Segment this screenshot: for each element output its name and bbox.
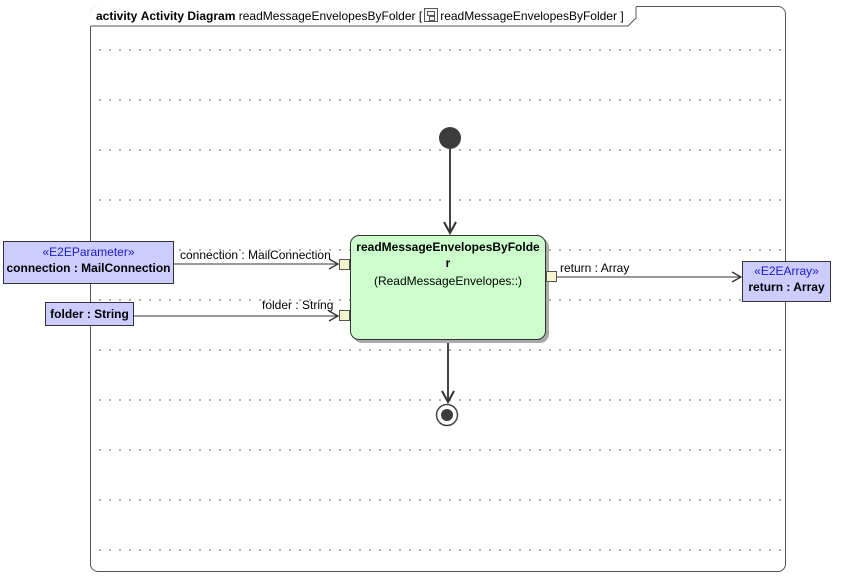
parameter-node-return[interactable]: «E2EArray» return : Array — [742, 261, 831, 302]
frame-diagram-type: Activity Diagram — [140, 9, 236, 23]
activity-final-node-center — [441, 409, 453, 421]
stereotype-label: «E2EParameter» — [42, 245, 135, 259]
parameter-name: connection : MailConnection — [6, 261, 171, 275]
input-pin-folder[interactable] — [339, 310, 350, 321]
frame-header: activity Activity Diagram readMessageEnv… — [90, 6, 636, 26]
edge-label-return: return : Array — [560, 261, 630, 275]
parameter-node-folder[interactable]: folder : String — [45, 302, 134, 326]
parameter-name: folder : String — [50, 307, 129, 321]
call-behavior-action[interactable]: readMessageEnvelopesByFolder (ReadMessag… — [350, 235, 546, 340]
frame-kind: activity — [96, 9, 138, 23]
initial-node[interactable] — [439, 127, 461, 149]
input-pin-connection[interactable] — [339, 259, 350, 270]
frame-owner-name: readMessageEnvelopesByFolder — [440, 9, 617, 23]
frame-tab-outline — [91, 7, 637, 27]
edge-label-connection: connection : MailConnection — [180, 248, 331, 262]
parameter-node-connection[interactable]: «E2EParameter» connection : MailConnecti… — [3, 241, 174, 284]
edge-label-folder: folder : String — [262, 298, 334, 312]
frame-bracket-open: [ — [418, 9, 423, 23]
frame-bracket-close: ] — [620, 9, 624, 23]
frame-diagram-name: readMessageEnvelopesByFolder — [238, 9, 416, 23]
action-title: readMessageEnvelopesByFolder — [356, 240, 540, 270]
stereotype-label: «E2EArray» — [754, 264, 819, 278]
activity-diagram-icon — [424, 8, 439, 22]
parameter-name: return : Array — [748, 280, 825, 294]
output-pin-return[interactable] — [546, 271, 557, 282]
action-behavior: (ReadMessageEnvelopes::) — [373, 274, 523, 288]
